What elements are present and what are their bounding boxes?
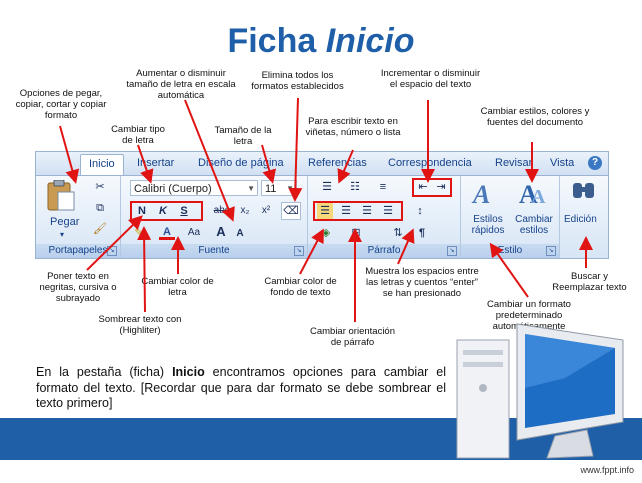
numbering-icon[interactable]: ☷ xyxy=(350,181,360,193)
annotation-font-color: Cambiar color de letra xyxy=(141,276,214,298)
line-spacing-icon[interactable]: ↕ xyxy=(417,205,423,217)
quick-styles-button[interactable]: Estilos rápidos xyxy=(471,214,505,236)
ribbon-tab-bar: Inicio Insertar Diseño de página Referen… xyxy=(35,151,609,179)
tab-vista[interactable]: Vista xyxy=(550,157,575,169)
annotation-font-size-incdec: Aumentar o disminuir tamaño de letra en … xyxy=(126,68,236,101)
group-label-clipboard: Portapapeles xyxy=(36,244,120,258)
group-font: Calibri (Cuerpo)▼ 11▼ N K S abe x₂ x² ⌫ … xyxy=(121,176,308,258)
description-text: En la pestaña (ficha) Inicio encontramos… xyxy=(36,365,446,410)
superscript-button[interactable]: x² xyxy=(261,205,271,216)
tab-diseno-pagina[interactable]: Diseño de página xyxy=(198,157,284,169)
sort-icon[interactable]: ⇅ xyxy=(393,227,403,239)
tab-revisar[interactable]: Revisar xyxy=(495,157,533,169)
annotation-clear-formats: Elimina todos los formatos establecidos xyxy=(251,70,344,92)
cut-icon[interactable]: ✂ xyxy=(95,181,105,193)
align-left-icon[interactable]: ☰ xyxy=(317,203,333,219)
svg-text:A: A xyxy=(471,180,490,207)
group-label-paragraph: Párrafo xyxy=(308,244,460,258)
change-case-button[interactable]: Aa xyxy=(187,227,201,238)
footer-url: www.fppt.info xyxy=(580,465,634,475)
quick-styles-icon[interactable]: A xyxy=(471,179,503,207)
paragraph-launcher-icon[interactable]: ↘ xyxy=(447,246,457,256)
tab-referencias[interactable]: Referencias xyxy=(308,157,367,169)
annotation-bg-color: Cambiar color de fondo de texto xyxy=(264,276,337,298)
multilevel-list-icon[interactable]: ≡ xyxy=(379,181,387,193)
annotation-font-size: Tamaño de la letra xyxy=(214,125,272,147)
annotation-font-type: Cambiar tipo de letra xyxy=(111,124,165,146)
highlight-box-alignment xyxy=(313,201,403,221)
annotation-highlight: Sombrear texto con (Highliter) xyxy=(98,314,182,336)
group-editing: Edición xyxy=(560,176,608,258)
annotation-increment-spacing: Incrementar o disminuir el espacio del t… xyxy=(380,68,481,90)
copy-icon[interactable]: ⧉ xyxy=(96,202,104,214)
editing-button[interactable]: Edición xyxy=(564,214,597,225)
annotation-paste-options: Opciones de pegar, copiar, cortar y copi… xyxy=(15,88,107,121)
format-painter-icon[interactable]: 🖌 xyxy=(93,223,107,235)
tab-insertar[interactable]: Insertar xyxy=(137,157,175,169)
svg-text:A: A xyxy=(519,180,538,207)
italic-button[interactable]: K xyxy=(159,205,167,217)
change-styles-icon[interactable]: A A xyxy=(517,179,549,207)
help-icon[interactable]: ? xyxy=(588,156,602,170)
ribbon: Pegar ▾ ✂ ⧉ 🖌 Portapapeles ↘ Calibri (Cu… xyxy=(35,175,609,259)
shading-icon[interactable]: ◈ xyxy=(321,227,331,239)
computer-illustration xyxy=(456,323,624,459)
page-title: Ficha Inicio xyxy=(227,22,415,60)
group-label-font: Fuente xyxy=(121,244,307,258)
tab-correspondencia[interactable]: Correspondencia xyxy=(388,157,472,169)
svg-text:A: A xyxy=(531,186,546,207)
change-styles-button[interactable]: Cambiar estilos xyxy=(515,214,553,236)
font-launcher-icon[interactable]: ↘ xyxy=(294,246,304,256)
show-marks-button[interactable]: ¶ xyxy=(418,227,426,239)
annotation-show-spaces: Muestra los espacios entre las letras y … xyxy=(365,266,479,299)
clipboard-paste-icon[interactable] xyxy=(44,180,78,212)
justify-icon[interactable]: ☰ xyxy=(383,205,393,217)
group-label-styles: Estilo xyxy=(461,244,559,258)
group-styles: A A A Estilos rápidos Cambiar estilos Es… xyxy=(461,176,560,258)
grow-font-button[interactable]: A xyxy=(216,224,226,239)
annotation-paragraph-orientation: Cambiar orientación de párrafo xyxy=(309,326,395,348)
annotation-bullets: Para escribir texto en viñetas, número o… xyxy=(305,116,401,138)
annotation-find-replace: Buscar y Reemplazar texto xyxy=(552,271,627,293)
font-color-icon[interactable]: A xyxy=(159,224,175,240)
align-right-icon[interactable]: ☰ xyxy=(362,205,372,217)
binoculars-icon[interactable] xyxy=(570,180,598,202)
align-center-icon[interactable]: ☰ xyxy=(341,205,351,217)
bold-button[interactable]: N xyxy=(138,205,146,217)
tab-inicio[interactable]: Inicio xyxy=(80,154,124,179)
clear-format-icon[interactable]: ⌫ xyxy=(281,202,301,220)
increase-indent-icon[interactable]: ⇥ xyxy=(436,181,446,193)
font-name-select[interactable]: Calibri (Cuerpo)▼ xyxy=(130,180,258,196)
subscript-button[interactable]: x₂ xyxy=(240,205,250,216)
annotation-change-styles: Cambiar estilos, colores y fuentes del d… xyxy=(480,106,590,128)
group-clipboard: Pegar ▾ ✂ ⧉ 🖌 Portapapeles ↘ xyxy=(36,176,121,258)
highlight-box-bold-italic-underline xyxy=(130,201,203,221)
decrease-indent-icon[interactable]: ⇤ xyxy=(418,181,428,193)
paste-dropdown-icon[interactable]: ▾ xyxy=(60,230,65,239)
bullets-icon[interactable]: ☰ xyxy=(322,181,332,193)
shrink-font-button[interactable]: A xyxy=(236,228,244,239)
chevron-down-icon: ▼ xyxy=(247,184,255,193)
annotation-bold-italic: Poner texto en negritas, cursiva o subra… xyxy=(39,271,117,304)
underline-button[interactable]: S xyxy=(180,205,188,217)
paste-button[interactable]: Pegar xyxy=(50,216,80,228)
styles-launcher-icon[interactable]: ↘ xyxy=(546,246,556,256)
